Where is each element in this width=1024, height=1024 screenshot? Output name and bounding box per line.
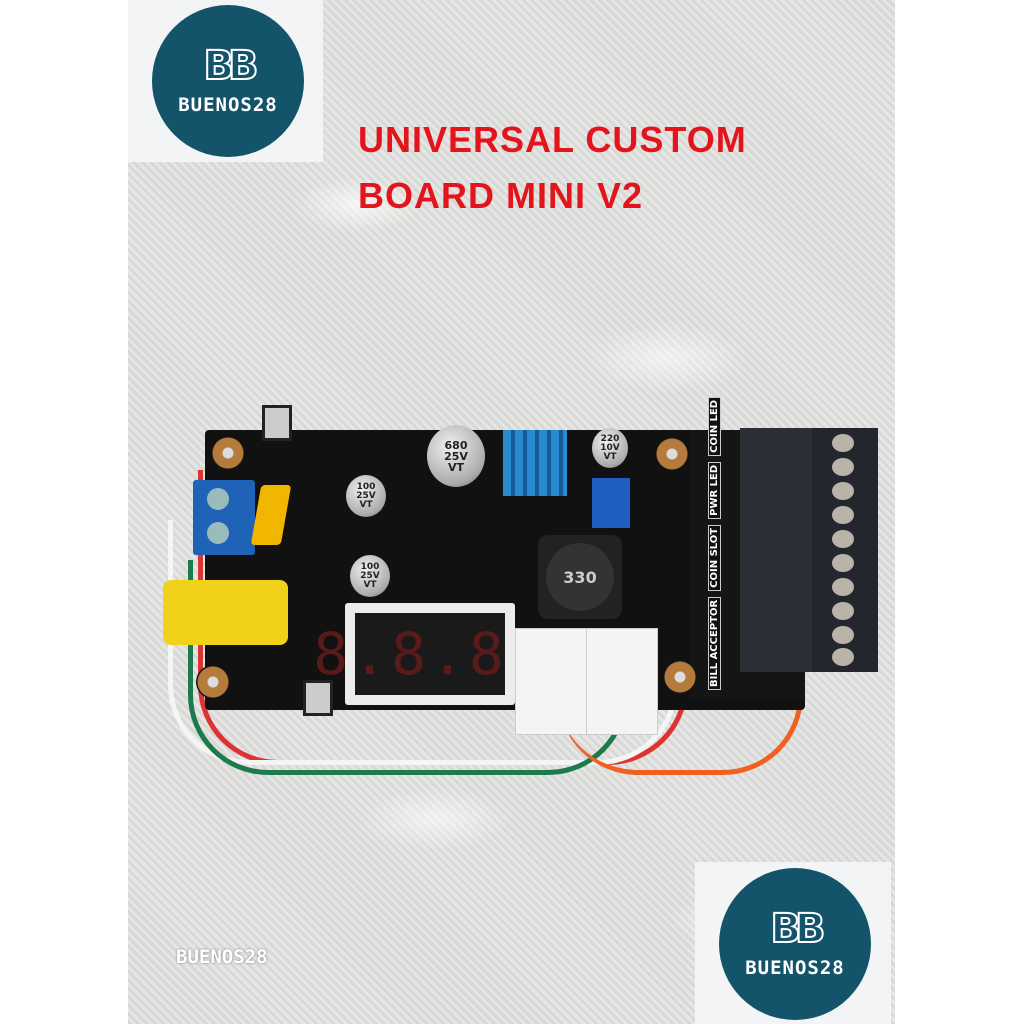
- mounting-hole: [211, 436, 245, 470]
- push-button: [262, 405, 292, 441]
- logo-name: BUENOS28: [745, 957, 845, 979]
- logo-box-top: BB BUENOS28: [128, 0, 323, 162]
- capacitor-680: 680 25V VT: [427, 425, 485, 487]
- label-coin-slot: COIN SLOT: [708, 524, 721, 591]
- yellow-dc-jack: [163, 580, 288, 645]
- screw-terminal-block: [812, 428, 878, 672]
- product-title: UNIVERSAL CUSTOM BOARD MINI V2: [358, 112, 747, 224]
- push-button: [303, 680, 333, 716]
- inductor: 330: [538, 535, 622, 619]
- title-line-2: BOARD MINI V2: [358, 175, 644, 216]
- brand-logo: BB BUENOS28: [719, 868, 871, 1020]
- jst-connector: [586, 628, 658, 735]
- label-pwr-led: PWR LED: [708, 461, 721, 519]
- logo-name: BUENOS28: [178, 94, 278, 116]
- seven-segment-display: 8.8.8.: [313, 603, 543, 705]
- logo-mark: BB: [203, 43, 260, 89]
- heatsink: [503, 430, 567, 496]
- watermark-text: BUENOS28: [176, 946, 268, 968]
- mounting-hole: [663, 660, 697, 694]
- silkscreen-labels: BILL ACCEPTOR COIN SLOT PWR LED COIN LED: [708, 396, 721, 690]
- mounting-hole: [655, 437, 689, 471]
- title-line-1: UNIVERSAL CUSTOM: [358, 119, 747, 160]
- mounting-hole: [196, 665, 230, 699]
- header-connector: [740, 428, 820, 672]
- brand-logo: BB BUENOS28: [152, 5, 304, 157]
- blue-screw-terminal: [193, 480, 255, 555]
- label-bill-acceptor: BILL ACCEPTOR: [708, 596, 721, 690]
- capacitor-100-b: 100 25V VT: [350, 555, 390, 597]
- display-digits: 8.8.8.: [313, 613, 543, 695]
- inductor-label: 330: [546, 543, 614, 611]
- jst-connector: [515, 628, 587, 735]
- logo-box-bottom: BB BUENOS28: [695, 862, 891, 1024]
- trimmer-potentiometer: [592, 478, 630, 528]
- label-coin-led: COIN LED: [708, 396, 721, 456]
- capacitor-100-a: 100 25V VT: [346, 475, 386, 517]
- capacitor-220: 220 10V VT: [592, 428, 628, 468]
- logo-mark: BB: [770, 906, 827, 952]
